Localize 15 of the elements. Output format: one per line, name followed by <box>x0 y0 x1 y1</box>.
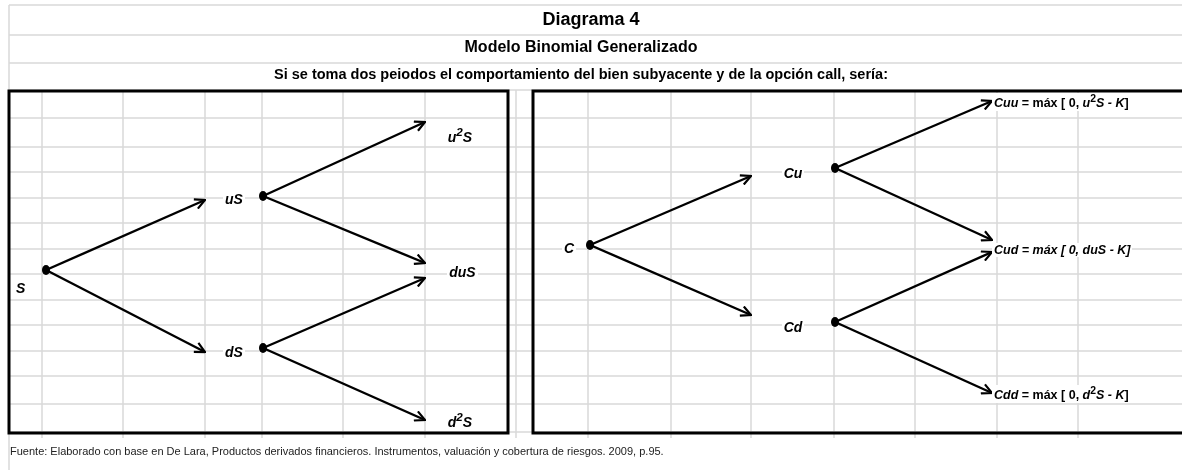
node-value: dS <box>223 344 245 360</box>
diagram-title: Diagrama 4 <box>541 9 641 30</box>
payoff-formula: Cuu = máx [ 0, u$^{2}$S - K] <box>992 93 1131 111</box>
node-value: d$^{2}$S <box>445 410 475 430</box>
node-value: S <box>14 280 28 296</box>
node-value: C <box>561 240 577 256</box>
node-value: uS <box>223 191 245 207</box>
payoff-formula: Cud = máx [ 0, duS - K] <box>992 243 1133 257</box>
node-value: u$^{2}$S <box>445 125 475 145</box>
source-note: Fuente: Elaborado con base en De Lara, Productos derivados financieros. Instrumentos, valuación y cobertura de riesgos. 2009, p.95. <box>10 445 664 457</box>
description-text: Si se toma dos peiodos el comportamiento del bien subyacente y de la opción call, sería: <box>274 66 888 82</box>
node-value: Cd <box>781 319 805 335</box>
node-value: Cu <box>781 165 805 181</box>
node-value: duS <box>447 264 478 280</box>
payoff-formula: Cdd = máx [ 0, d$^{2}$S - K] <box>992 385 1131 403</box>
